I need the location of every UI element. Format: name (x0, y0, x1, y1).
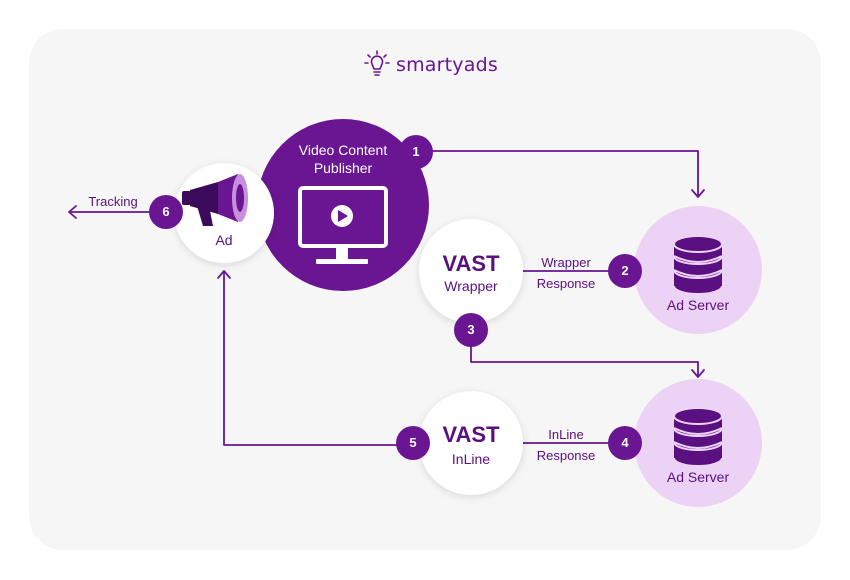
logo: smartyads (364, 48, 498, 82)
lightbulb-icon (364, 50, 390, 76)
step-number-6: 6 (162, 204, 170, 219)
database-icon (673, 235, 723, 295)
wrapper-response-line1: Wrapper (541, 255, 591, 270)
arrowhead-adserver2 (691, 369, 705, 378)
inline-response-line1: InLine (548, 427, 584, 442)
step-badge-5 (396, 426, 430, 460)
vast-wrapper-subtitle: Wrapper (444, 278, 498, 294)
step-number-5: 5 (409, 435, 417, 450)
edge-wrapper-to-adserver2 (470, 344, 699, 377)
arrowhead-adserver1 (691, 189, 705, 198)
megaphone-icon (182, 174, 248, 226)
arrowhead-tracking (68, 205, 77, 219)
vast-inline-subtitle: InLine (451, 451, 491, 467)
ad-label: Ad (215, 232, 233, 248)
step-number-2: 2 (621, 263, 629, 278)
vast-wrapper-circle (419, 219, 523, 323)
adserver2-label: Ad Server (666, 469, 730, 485)
step-badge-3 (454, 313, 488, 347)
tracking-label: Tracking (88, 194, 138, 209)
publisher-circle (257, 119, 429, 291)
publisher-label-line2: Publisher (313, 160, 373, 176)
adserver1-label: Ad Server (666, 297, 730, 313)
edge-inline-to-ad (223, 271, 401, 446)
step-badge-4 (608, 426, 642, 460)
monitor-play-icon (298, 186, 388, 264)
database-icon (673, 407, 723, 467)
edge-publisher-to-adserver1 (431, 150, 699, 197)
step-badge-6 (149, 195, 183, 229)
publisher-label-line1: Video Content (298, 142, 388, 158)
logo-text: smartyads (396, 54, 498, 76)
vast-wrapper-title: VAST (442, 251, 500, 276)
arrowhead-ad (217, 270, 231, 279)
step-badge-1 (399, 135, 433, 169)
wrapper-response-line2: Response (536, 276, 596, 291)
vast-inline-circle (419, 391, 523, 495)
step-badge-2 (608, 254, 642, 288)
step-number-4: 4 (621, 435, 629, 450)
inline-response-line2: Response (536, 448, 596, 463)
step-number-3: 3 (467, 322, 475, 337)
step-number-1: 1 (412, 144, 420, 159)
vast-inline-title: VAST (442, 422, 500, 447)
